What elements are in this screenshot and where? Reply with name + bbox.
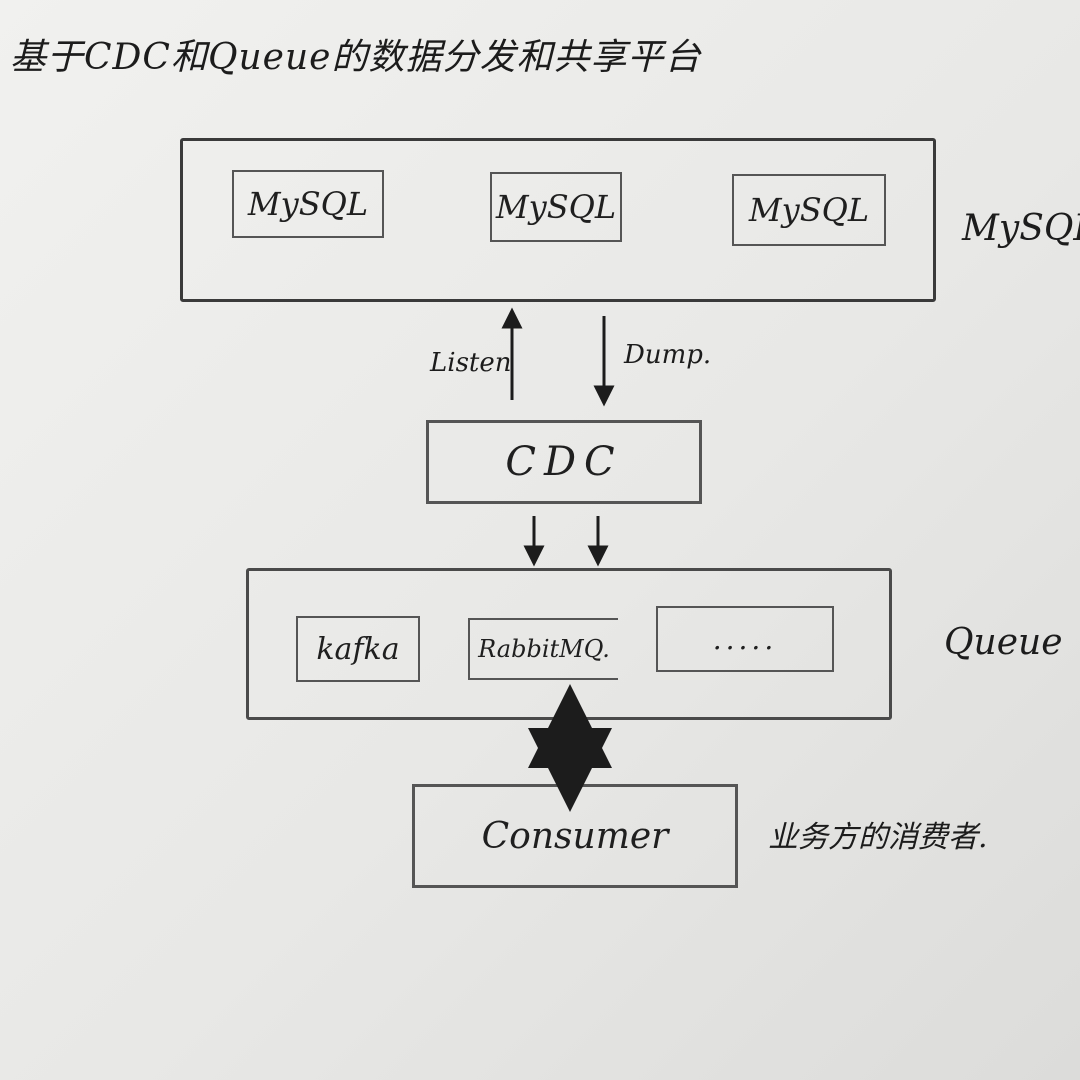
queue-item-box-more: ..... <box>656 606 834 672</box>
mysql-instance-label-1: MySQL <box>247 185 369 223</box>
cdc-label: CDC <box>505 439 623 485</box>
mysql-instance-label-3: MySQL <box>748 191 870 229</box>
consumer-label: Consumer <box>481 815 669 857</box>
mysql-instance-box-2: MySQL <box>490 172 622 242</box>
mysql-group-label: MySQL <box>962 208 1080 249</box>
queue-item-label-rabbitmq: RabbitMQ. <box>478 635 610 663</box>
listen-label: Listen <box>430 348 512 378</box>
mysql-instance-label-2: MySQL <box>495 188 617 226</box>
mysql-instance-box-3: MySQL <box>732 174 886 246</box>
mysql-instance-box-1: MySQL <box>232 170 384 238</box>
queue-item-box-rabbitmq: RabbitMQ. <box>468 618 618 680</box>
queue-item-label-kafka: kafka <box>316 631 400 667</box>
dump-label: Dump. <box>624 340 712 370</box>
queue-item-box-kafka: kafka <box>296 616 420 682</box>
queue-group-label: Queue <box>944 622 1063 663</box>
diagram-title: 基于CDC和Queue的数据分发和共享平台 <box>10 37 702 78</box>
consumer-note: 业务方的消费者. <box>768 820 988 855</box>
cdc-box: CDC <box>426 420 702 504</box>
mysql-group-box <box>180 138 936 302</box>
queue-item-label-more: ..... <box>712 622 778 656</box>
